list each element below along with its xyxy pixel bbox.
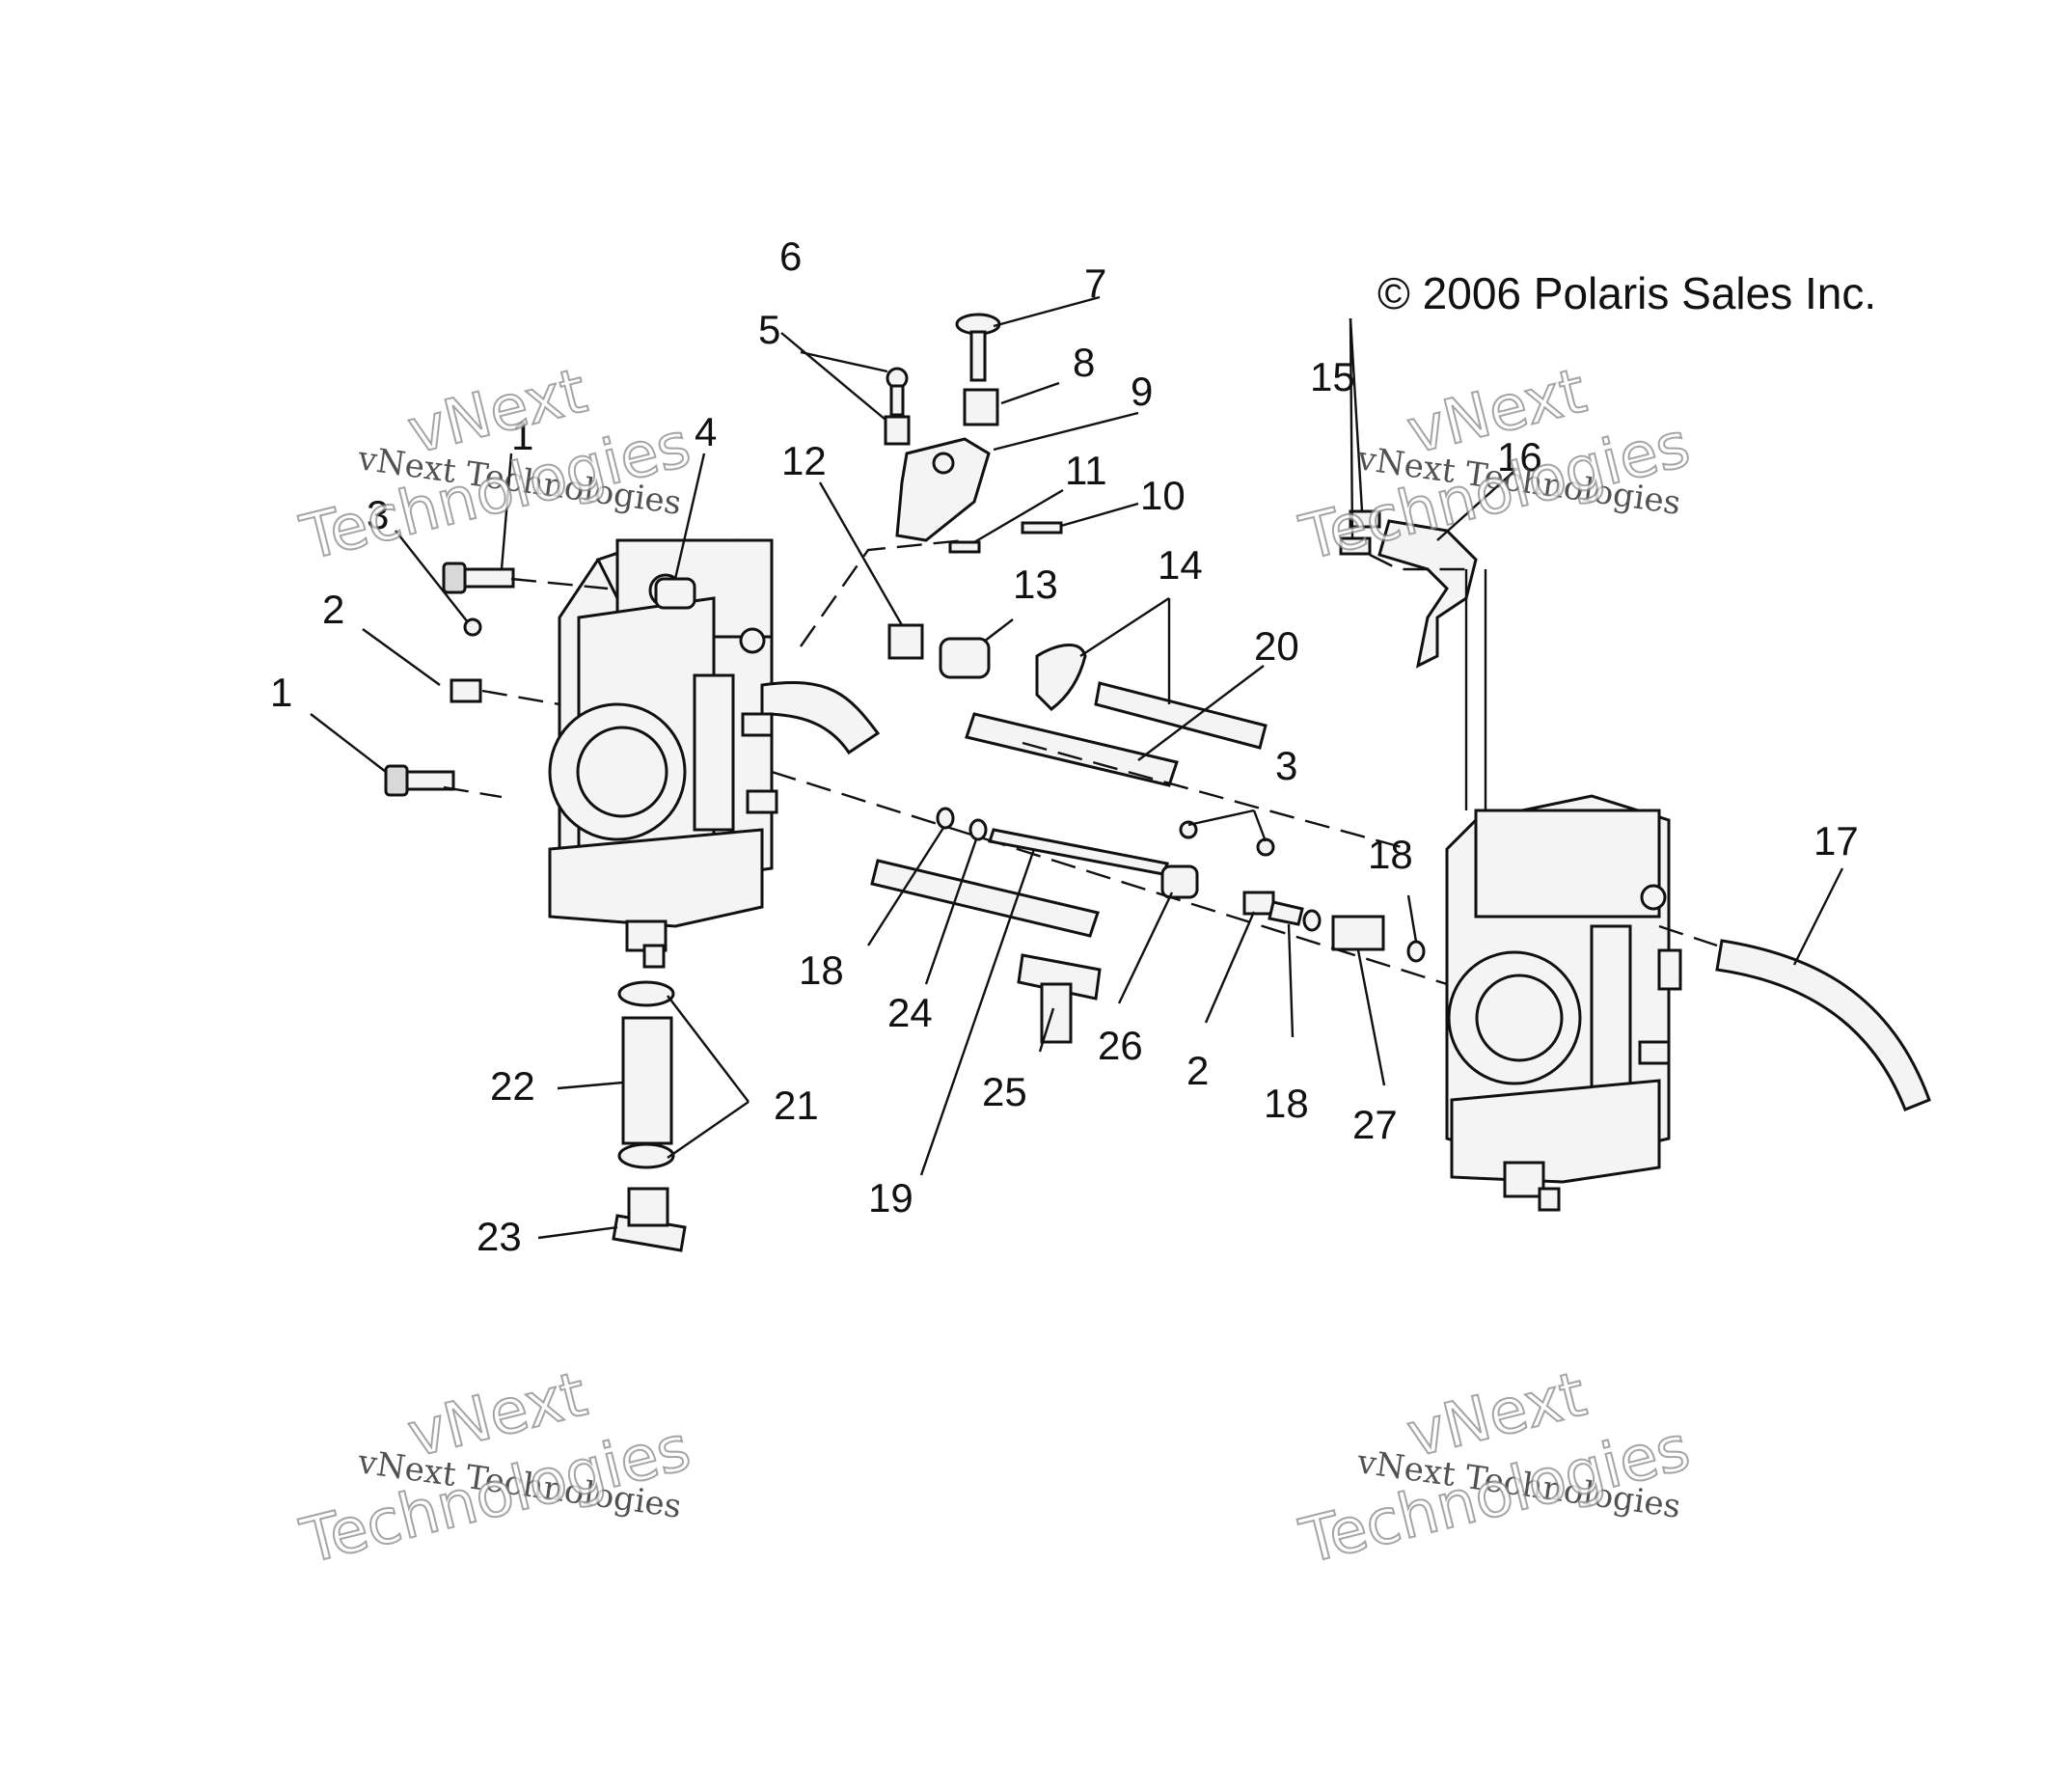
callout-18-right: 18 <box>1368 832 1413 877</box>
callout-18-middle: 18 <box>1264 1081 1309 1126</box>
callout-1-lower: 1 <box>270 670 292 715</box>
callout-27: 27 <box>1352 1102 1398 1147</box>
callout-9: 9 <box>1131 369 1153 414</box>
callout-4: 4 <box>695 409 717 454</box>
callout-7: 7 <box>1084 261 1106 306</box>
watermark-bottom-right: vNext vNext Technologies Technologies <box>1293 1358 1698 1578</box>
callout-18-left: 18 <box>799 947 844 993</box>
callout-17: 17 <box>1813 818 1859 864</box>
callout-14: 14 <box>1158 542 1203 588</box>
callout-19: 19 <box>868 1175 913 1221</box>
callout-2-right: 2 <box>1186 1048 1209 1093</box>
leader-lines <box>310 295 1844 1240</box>
callout-5: 5 <box>758 307 780 352</box>
callout-25: 25 <box>982 1069 1027 1114</box>
callout-10: 10 <box>1140 473 1186 518</box>
right-carburetor <box>1445 794 1682 1212</box>
callout-23: 23 <box>477 1214 522 1259</box>
left-carburetor <box>548 538 881 969</box>
watermark-bottom-left: vNext vNext Technologies Technologies <box>293 1358 698 1578</box>
callout-26: 26 <box>1098 1023 1143 1068</box>
callout-8: 8 <box>1073 340 1095 385</box>
callout-3-right: 3 <box>1275 743 1297 788</box>
callout-13: 13 <box>1013 562 1058 607</box>
callout-15: 15 <box>1310 354 1355 399</box>
assembly-lines <box>443 538 1718 986</box>
callout-labels: 1 1 2 3 4 5 6 7 8 9 10 11 12 13 14 15 16… <box>270 233 1859 1259</box>
callout-12: 12 <box>781 438 827 483</box>
callout-1-upper: 1 <box>511 413 533 458</box>
callout-3-left: 3 <box>367 492 389 537</box>
callout-21: 21 <box>774 1083 819 1128</box>
callout-16: 16 <box>1497 434 1542 480</box>
callout-11: 11 <box>1065 448 1107 493</box>
small-parts <box>384 313 1931 1252</box>
callout-2-left: 2 <box>322 587 344 632</box>
copyright-notice: © 2006 Polaris Sales Inc. <box>1377 268 1876 318</box>
callout-20: 20 <box>1254 623 1299 669</box>
callout-6: 6 <box>779 233 802 279</box>
callout-22: 22 <box>490 1063 535 1109</box>
callout-24: 24 <box>887 990 933 1035</box>
